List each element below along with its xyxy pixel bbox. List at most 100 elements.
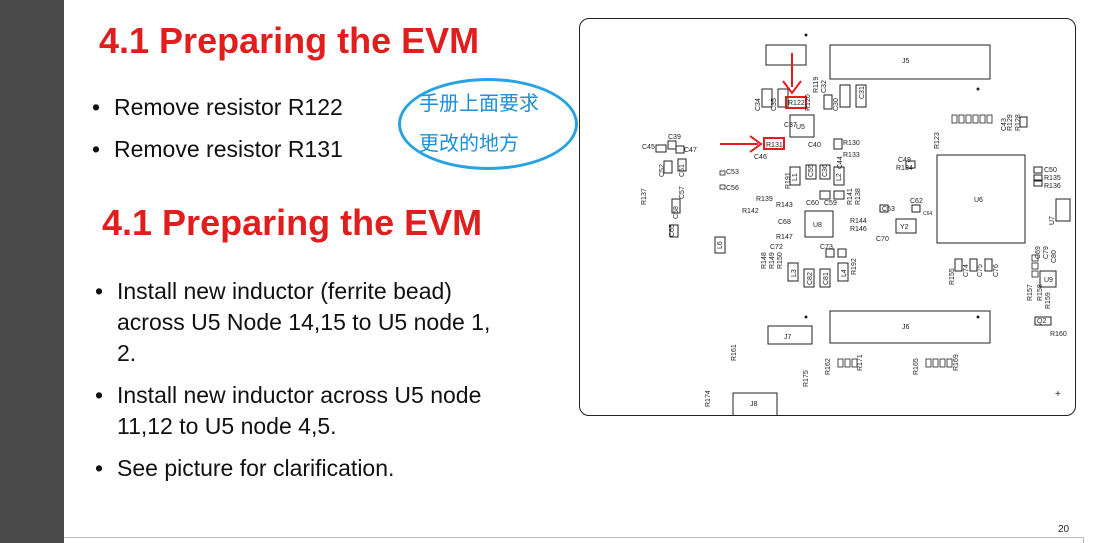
label-c62: C62 xyxy=(910,198,923,205)
c44-outline xyxy=(833,138,843,150)
mounting-dots xyxy=(804,33,980,319)
c82-outline xyxy=(803,268,815,288)
page-number: 20 xyxy=(1058,524,1070,535)
c56-outline xyxy=(819,164,831,180)
label-r130: R130 xyxy=(843,140,860,147)
label-r158: R158 xyxy=(1037,284,1044,301)
q2-outline xyxy=(1034,316,1052,326)
label-r120: R120 xyxy=(805,94,812,111)
label-r136: R136 xyxy=(1044,183,1061,190)
c52-outline xyxy=(663,160,673,174)
component-labels: J5 J6 J7 J8 U6 U5 U8 Y2 U9 Q2 C40 R130 R… xyxy=(642,58,1067,408)
label-r129: R129 xyxy=(1007,114,1014,131)
label-r146: R146 xyxy=(850,226,867,233)
c31-outline xyxy=(855,84,867,108)
label-c64: C64 xyxy=(923,211,932,217)
small-pads xyxy=(719,114,1039,368)
label-c79: C79 xyxy=(1043,246,1050,259)
label-r143: R143 xyxy=(776,202,793,209)
label-c56: C56 xyxy=(726,185,739,192)
label-c53: C53 xyxy=(726,169,739,176)
label-r128: R128 xyxy=(1015,114,1022,131)
label-q2: Q2 xyxy=(1037,318,1046,325)
label-l1: L1 xyxy=(792,173,799,181)
c45-outline xyxy=(655,144,667,153)
label-l4: L4 xyxy=(841,269,848,277)
label-c80: C80 xyxy=(1051,250,1058,263)
label-c39: C39 xyxy=(668,134,681,141)
label-c49: C49 xyxy=(898,157,911,164)
label-j7: J7 xyxy=(784,334,792,341)
label-c46: C46 xyxy=(754,154,767,161)
c30-outline xyxy=(839,84,851,108)
c49-outline xyxy=(905,160,916,169)
label-c57: C57 xyxy=(679,186,686,199)
footer-divider xyxy=(64,537,1084,538)
l6-outline xyxy=(714,236,726,254)
c60-outline xyxy=(819,190,831,200)
label-r122: R122 xyxy=(788,100,805,107)
arrow-right-head xyxy=(749,135,763,153)
bullet-dot: • xyxy=(92,136,101,162)
label-r175: R175 xyxy=(803,370,810,387)
heading-preparing-evm-1: 4.1 Preparing the EVM xyxy=(99,20,480,61)
u7-outline xyxy=(1055,198,1071,222)
label-r147: R147 xyxy=(776,234,793,241)
label-c70: C70 xyxy=(876,236,889,243)
c76-outline xyxy=(984,258,993,272)
label-c65: C65 xyxy=(669,224,676,237)
c62-outline xyxy=(911,204,921,213)
label-r159: R159 xyxy=(1045,292,1052,309)
label-c37: C37 xyxy=(784,122,797,129)
label-c30: C30 xyxy=(833,98,840,111)
label-c60: C60 xyxy=(806,200,819,207)
label-j5: J5 xyxy=(902,58,910,65)
label-j6: J6 xyxy=(902,324,910,331)
c58-outline xyxy=(671,198,681,214)
c74-outline xyxy=(954,258,963,272)
j7-outline xyxy=(767,325,813,345)
c63-outline xyxy=(879,204,889,213)
label-c50: C50 xyxy=(1044,167,1057,174)
heading-preparing-evm-2: 4.1 Preparing the EVM xyxy=(102,202,483,243)
label-l2: L2 xyxy=(836,173,843,181)
c39-outline xyxy=(667,140,677,150)
left-sidebar-bar xyxy=(0,0,64,543)
r135-outline xyxy=(1033,174,1043,181)
l1-outline xyxy=(789,166,801,186)
label-j8: J8 xyxy=(750,401,758,408)
c50-outline xyxy=(1033,166,1043,174)
bullet-line: See picture for clarification. xyxy=(117,455,395,481)
label-r123: R123 xyxy=(934,132,941,149)
footer-corner xyxy=(1083,537,1084,543)
label-c35: C35 xyxy=(771,98,778,111)
label-u5: U5 xyxy=(796,124,805,131)
bullet-line: Install new inductor across U5 node xyxy=(117,382,482,408)
label-c34: C34 xyxy=(755,98,762,111)
label-u8: U8 xyxy=(813,222,822,229)
u8-outline xyxy=(804,210,834,238)
label-c36: C36 xyxy=(822,164,829,177)
label-r119: R119 xyxy=(813,77,820,93)
label-c31: C31 xyxy=(859,86,866,99)
j6-outline xyxy=(829,310,991,344)
label-r142: R142 xyxy=(742,208,759,215)
label-y2: Y2 xyxy=(900,224,909,231)
bullet-line: across U5 Node 14,15 to U5 node 1, xyxy=(117,309,491,335)
label-c43: C43 xyxy=(1001,118,1008,131)
label-r174: R174 xyxy=(705,390,712,407)
bullet-line: 2. xyxy=(117,340,137,366)
label-c40: C40 xyxy=(808,142,821,149)
c43-outline xyxy=(1019,116,1028,128)
label-r139: R139 xyxy=(756,196,773,203)
bullet-text: Remove resistor R131 xyxy=(114,136,343,162)
label-c45: C45 xyxy=(642,144,655,151)
label-c47: C47 xyxy=(684,147,697,154)
c32-outline xyxy=(823,94,833,110)
label-r162: R162 xyxy=(825,358,832,375)
label-r137: R137 xyxy=(641,188,648,205)
c59-outline xyxy=(833,190,845,200)
plus-mark: + xyxy=(1055,389,1061,400)
r136-outline xyxy=(1033,180,1043,187)
r131-highlight xyxy=(763,137,785,150)
